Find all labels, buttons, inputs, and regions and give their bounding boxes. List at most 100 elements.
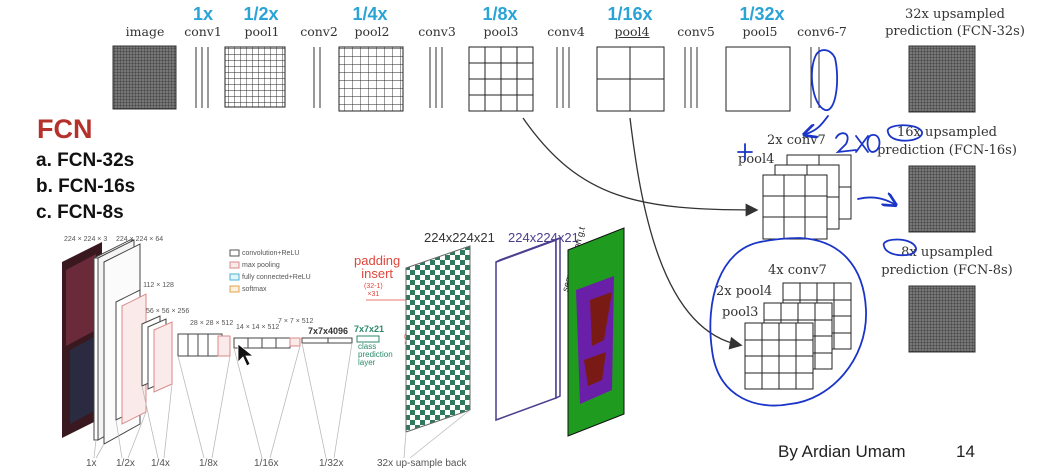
layer-label-conv4: conv4 <box>547 24 585 39</box>
vgg-legend-swatches <box>229 249 240 293</box>
scale-label-1-16x: 1/16x <box>607 4 653 24</box>
circle-16x <box>887 124 923 142</box>
scale-label-1-2x: 1/2x <box>243 4 279 24</box>
fcn-item-8s: c. FCN-8s <box>36 202 124 223</box>
layer-label-conv5: conv5 <box>677 24 715 39</box>
vgg-upsampled-checker <box>405 245 471 433</box>
layer-label-conv1: conv1 <box>184 24 222 39</box>
pool1-grid <box>224 46 286 108</box>
pool3-grid <box>468 46 534 112</box>
output-label-fcn32s-line1: 32x upsampled <box>905 7 1005 22</box>
arrow-pool3-to-16s <box>522 117 759 217</box>
vgg-segmentation-gt <box>567 227 625 437</box>
vgg-legend: convolution+ReLU max pooling fully conne… <box>242 248 311 296</box>
vgg-dim-conv5: 14 × 14 × 512 <box>236 324 280 331</box>
output-dim-label-2: 224x224x21 <box>508 230 579 245</box>
conv4-lines <box>556 47 570 108</box>
layer-label-conv3: conv3 <box>418 24 456 39</box>
mid-8s-stack <box>744 282 852 390</box>
vgg-dim-pool5: 7 × 7 × 512 <box>278 318 314 325</box>
output-label-fcn32s: 32x upsampled prediction (FCN-32s) <box>880 6 1030 40</box>
layer-label-pool4: pool4 <box>614 24 650 39</box>
output-label-fcn16s-line2: prediction (FCN-16s) <box>877 143 1017 158</box>
pool5-block <box>725 46 791 112</box>
plus-mark <box>737 143 753 161</box>
vgg-dim-input: 224 × 224 × 3 <box>64 236 108 243</box>
vgg-legend-softmax: softmax <box>242 286 267 293</box>
vgg-conv3 <box>141 315 173 393</box>
layer-label-image: image <box>125 24 165 39</box>
handwritten-zero <box>866 134 881 153</box>
insert-label: insert <box>361 266 394 281</box>
circle-8s-stack <box>709 237 867 407</box>
vgg-conv2 <box>115 289 147 425</box>
mid-16s-stack <box>762 154 852 240</box>
bottom-scale-1-4x: 1/4x <box>151 458 170 469</box>
bottom-scale-1-32x: 1/32x <box>319 458 344 469</box>
vgg-projection-lines <box>93 342 471 459</box>
pool2-grid <box>338 46 404 112</box>
vgg-legend-maxpool: max pooling <box>242 262 280 269</box>
footer-page-number: 14 <box>956 442 975 461</box>
output-fcn8s-block <box>908 285 976 353</box>
scale-label-1-32x: 1/32x <box>739 4 785 24</box>
output-dim-label-1: 224x224x21 <box>424 230 495 245</box>
top-image-block <box>112 45 177 110</box>
class-prediction-label: class prediction layer <box>358 342 393 367</box>
label-pool3-mid: pool3 <box>722 305 759 320</box>
bottom-scale-1x: 1x <box>86 458 97 469</box>
mouse-cursor-icon <box>237 343 255 367</box>
label-2x-pool4: 2x pool4 <box>716 284 773 299</box>
output-label-fcn32s-line2: prediction (FCN-32s) <box>885 24 1025 39</box>
output-label-fcn16s: 16x upsampled prediction (FCN-16s) <box>872 124 1022 160</box>
layer-label-pool1: pool1 <box>244 24 280 39</box>
vgg-dim-conv3: 56 × 56 × 256 <box>146 308 190 315</box>
conv3-lines <box>429 47 443 108</box>
circle-8x <box>883 238 917 257</box>
layer-label-pool3: pool3 <box>483 24 519 39</box>
handwritten-2 <box>835 132 857 154</box>
vgg-fc <box>301 335 380 344</box>
label-4x-conv7: 4x conv7 <box>768 263 827 278</box>
scale-label-1x: 1x <box>192 4 214 24</box>
padding-insert-label: padding insert <box>354 254 400 280</box>
layer-label-conv2: conv2 <box>300 24 338 39</box>
vgg-conv4 <box>177 333 231 357</box>
vgg-dim-class: 7x7x21 <box>354 324 385 334</box>
bottom-scale-1-8x: 1/8x <box>199 458 218 469</box>
arrow-to-16s <box>857 197 894 204</box>
vgg-dim-fc: 7x7x4096 <box>308 326 349 336</box>
output-fcn16s-block <box>908 165 976 233</box>
output-label-fcn16s-line1: 16x upsampled <box>897 125 997 140</box>
vgg-dim-conv2: 112 × 112 × 128 <box>124 282 174 289</box>
vgg-legend-conv: convolution+ReLU <box>242 250 300 257</box>
conv1-lines <box>195 47 209 108</box>
bottom-scale-1-16x: 1/16x <box>254 458 279 469</box>
scale-label-1-8x: 1/8x <box>482 4 518 24</box>
fcn-item-32s: a. FCN-32s <box>36 150 135 171</box>
pool4-grid <box>596 46 665 112</box>
output-fcn32s-block <box>908 45 976 113</box>
conv2-lines <box>313 47 321 108</box>
vgg-output-volume <box>495 236 561 422</box>
scale-label-1-4x: 1/4x <box>352 4 388 24</box>
output-label-fcn8s-line2: prediction (FCN-8s) <box>881 263 1013 278</box>
label-pool4-mid: pool4 <box>738 152 775 167</box>
formula-top: (32-1) ×31 <box>364 283 383 298</box>
layer-label-pool5: pool5 <box>742 24 778 39</box>
circle-conv67 <box>810 49 838 111</box>
blue-annotations <box>709 49 923 407</box>
footer-author: By Ardian Umam <box>778 442 906 461</box>
conv5-lines <box>684 47 698 108</box>
output-label-fcn8s-line1: 8x upsampled <box>901 245 993 260</box>
layer-label-pool2: pool2 <box>354 24 390 39</box>
fcn-title: FCN <box>37 114 93 144</box>
vgg-conv5 <box>233 337 301 349</box>
layer-label-conv6-7: conv6-7 <box>797 24 847 39</box>
output-label-fcn8s: 8x upsampled prediction (FCN-8s) <box>872 244 1022 280</box>
padding-label: padding <box>354 253 401 268</box>
bottom-scale-upsample: 32x up-sample back <box>377 458 467 469</box>
fcn-item-16s: b. FCN-16s <box>36 176 136 197</box>
bottom-scale-1-2x: 1/2x <box>116 458 135 469</box>
